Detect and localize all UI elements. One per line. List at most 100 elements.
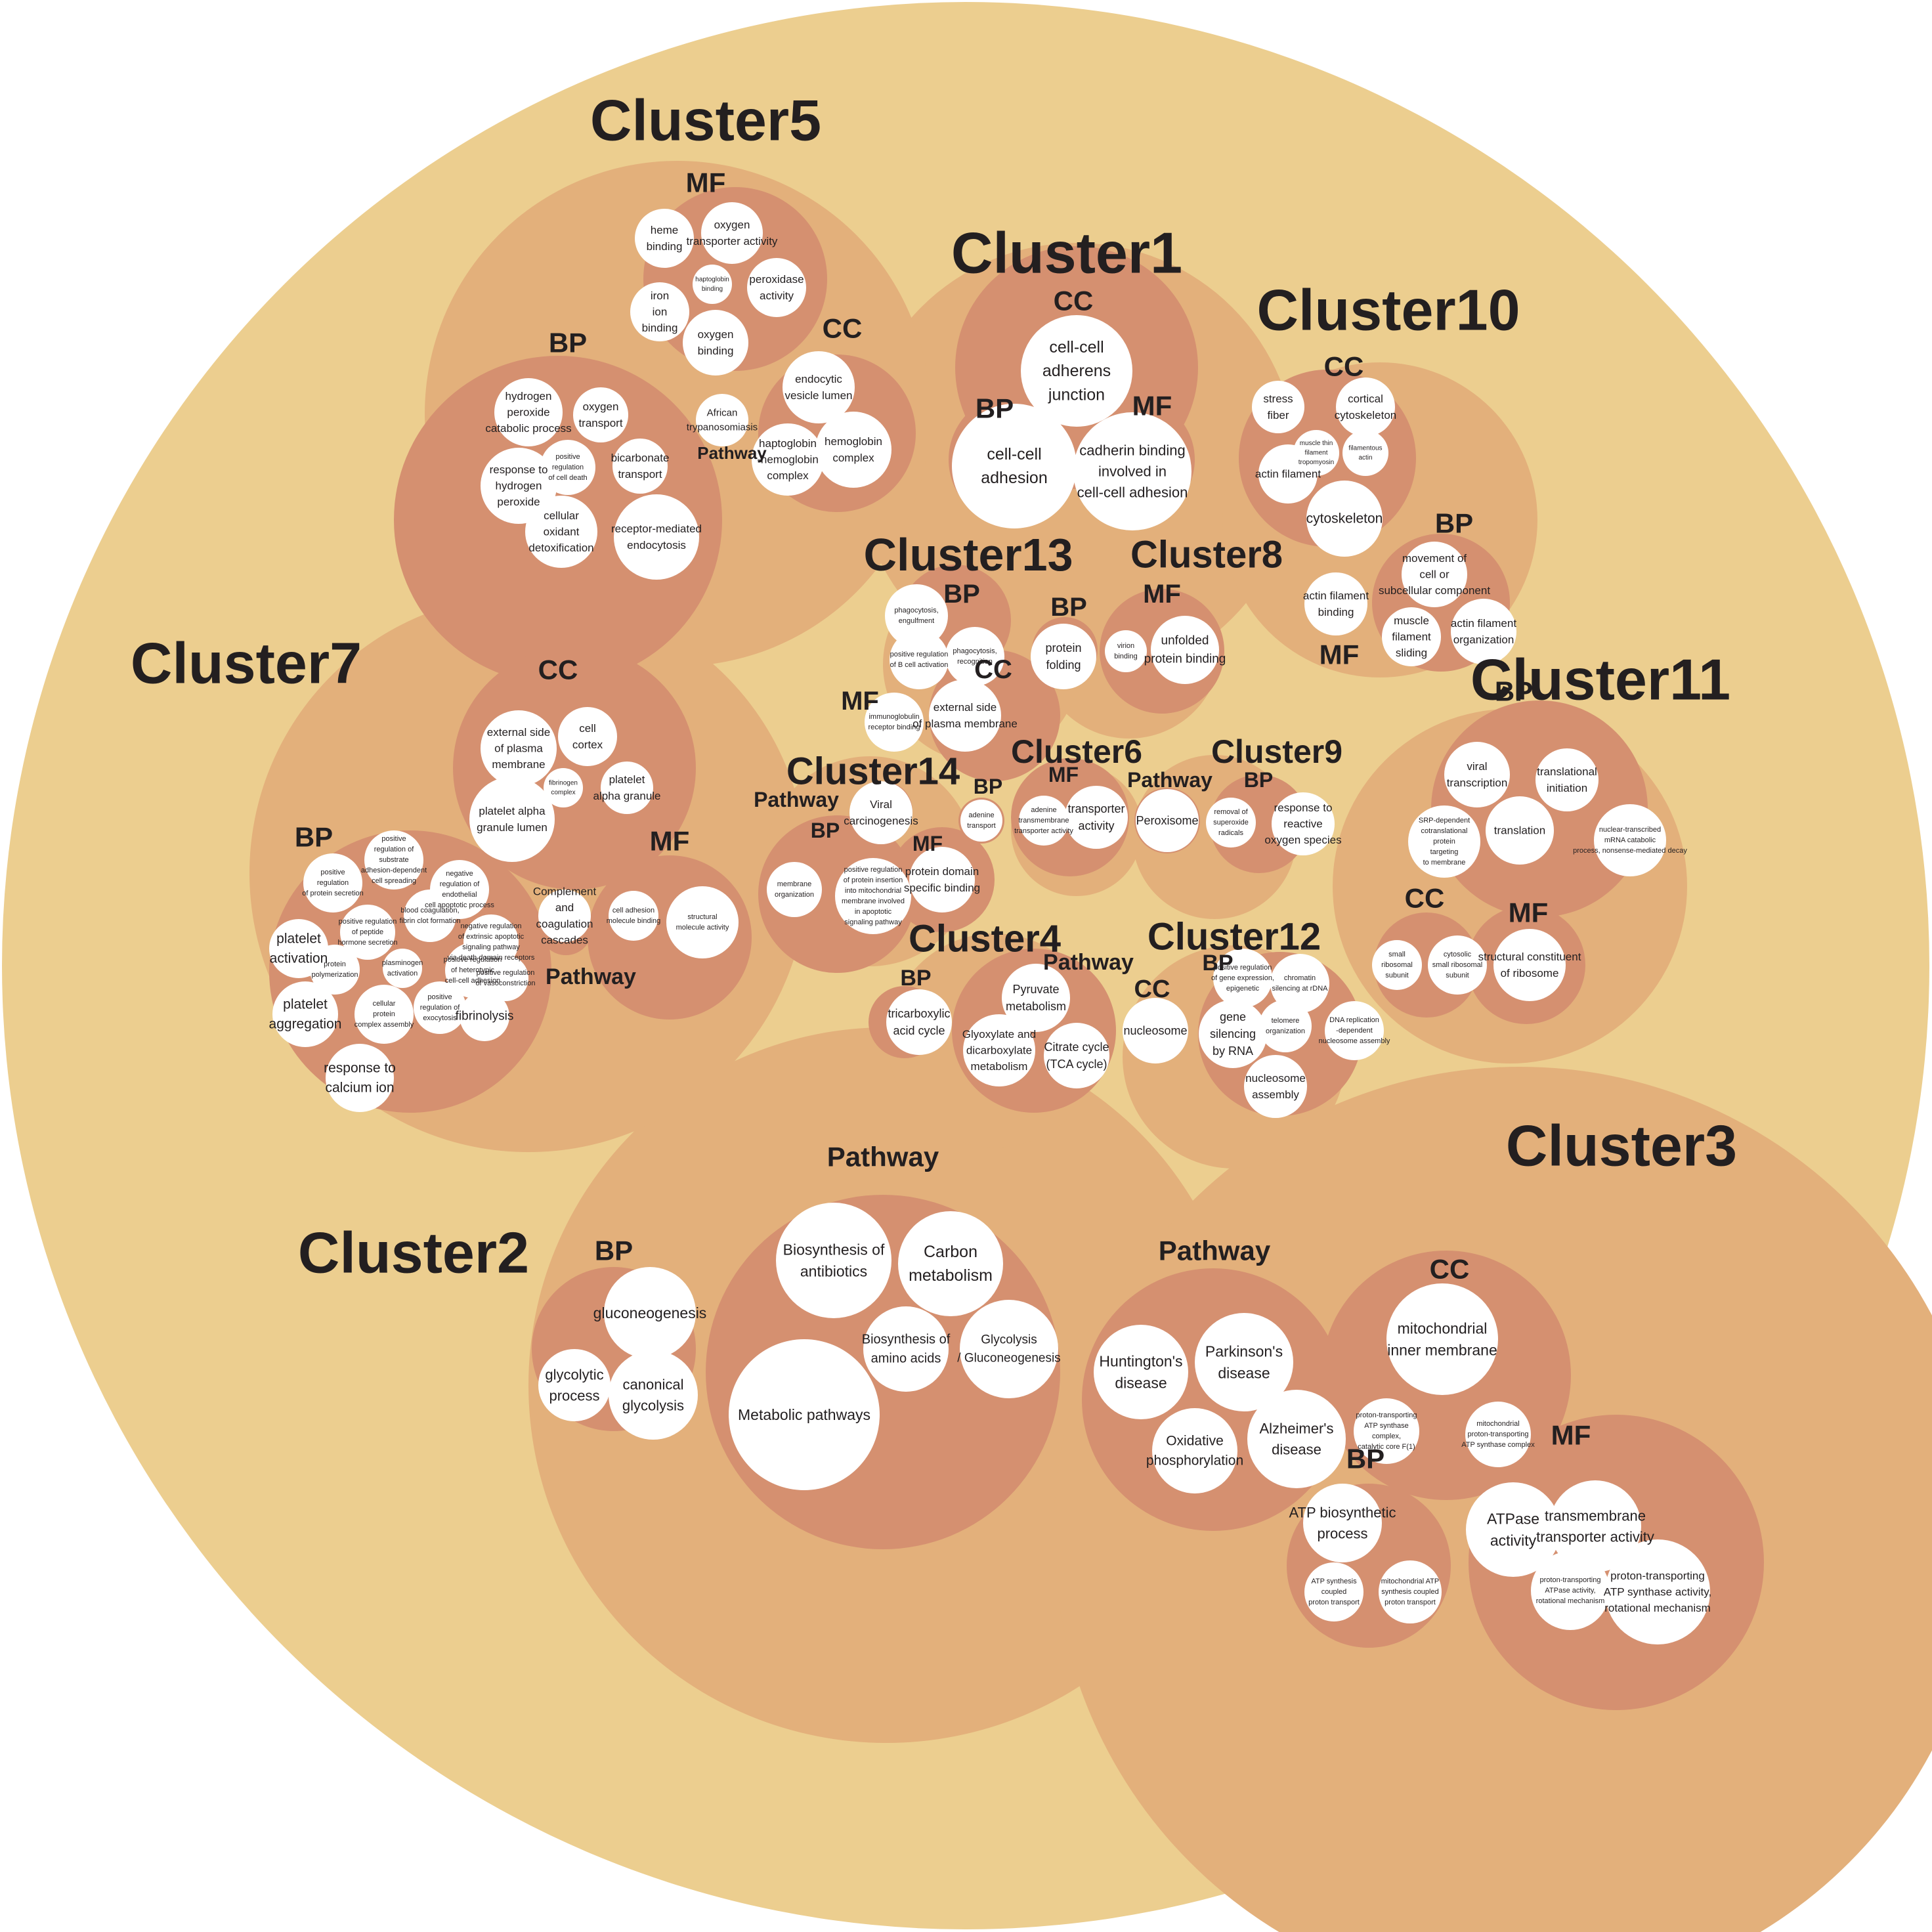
term-bubble-c7_bp-8 xyxy=(310,945,360,995)
term-bubble-c12_cc-1 xyxy=(1123,998,1188,1063)
term-bubble-c11_bp-3 xyxy=(1408,805,1480,878)
category-label-c6_bp: BP xyxy=(974,775,1002,798)
term-bubble-c7_mf-2 xyxy=(666,886,739,958)
term-bubble-c2_pw-3 xyxy=(863,1306,949,1392)
cluster-label-c4: Cluster4 xyxy=(909,918,1061,960)
term-bubble-c3_pw-4 xyxy=(1247,1390,1346,1488)
term-label-c13_bp-3: phagocytosis,recognition xyxy=(953,647,997,666)
category-label-c1_cc: CC xyxy=(1054,286,1094,316)
term-bubble-c5_cc-3 xyxy=(815,412,891,488)
term-bubble-c5_bp-4 xyxy=(612,439,668,494)
category-label-c5_cc: CC xyxy=(823,313,863,344)
term-bubble-c12_bp-3 xyxy=(1199,1000,1267,1068)
cluster-label-c2: Cluster2 xyxy=(298,1220,529,1285)
term-label-c9_pw-1: Peroxisome xyxy=(1136,814,1198,827)
term-label-c2_pw-5: Metabolic pathways xyxy=(738,1406,870,1423)
category-label-c11_bp: BP xyxy=(1495,676,1533,707)
cluster-label-c14: Cluster14 xyxy=(786,750,960,793)
category-label-c9_pw: Pathway xyxy=(1127,768,1213,792)
category-label-c7_cc: CC xyxy=(538,655,578,685)
term-bubble-c5_mf-4 xyxy=(747,258,806,317)
term-bubble-c7_bp-1 xyxy=(303,853,362,912)
term-bubble-c11_bp-4 xyxy=(1486,796,1554,865)
term-bubble-c7_cc-5 xyxy=(469,777,555,862)
term-bubble-c2_pw-4 xyxy=(960,1300,1058,1398)
term-bubble-c5_mf-5 xyxy=(630,282,689,341)
category-label-c4_bp: BP xyxy=(900,966,931,991)
term-bubble-c2_bp-1 xyxy=(604,1267,696,1359)
category-label-c3_bp: BP xyxy=(1346,1444,1385,1474)
category-label-c6_mf: MF xyxy=(1048,763,1079,786)
term-bubble-c11_bp-5 xyxy=(1594,804,1666,876)
term-bubble-c10_bp-3 xyxy=(1451,599,1516,664)
category-label-c7_pw: Pathway xyxy=(546,964,636,989)
term-bubble-c9_bp-2 xyxy=(1272,792,1335,855)
term-bubble-c12_bp-1 xyxy=(1213,949,1272,1008)
term-bubble-c11_bp-2 xyxy=(1535,748,1599,811)
term-bubble-c3_bp-3 xyxy=(1379,1560,1442,1623)
term-bubble-c7_bp-16 xyxy=(326,1044,394,1112)
cluster-label-c13: Cluster13 xyxy=(863,529,1073,580)
term-bubble-c10_cc-5 xyxy=(1258,444,1318,504)
term-bubble-c9_pw-1 xyxy=(1136,789,1199,852)
term-bubble-c2_pw-2 xyxy=(898,1211,1003,1316)
term-bubble-c5_mf-3 xyxy=(693,265,732,304)
term-bubble-c3_cc-1 xyxy=(1386,1283,1498,1395)
term-bubble-c3_pw-2 xyxy=(1195,1313,1293,1411)
term-bubble-c7_cc-4 xyxy=(601,762,653,814)
term-bubble-c7_pw-1 xyxy=(538,890,591,942)
term-label-c12_cc-1: nucleosome xyxy=(1123,1024,1187,1037)
term-bubble-c2_bp-2 xyxy=(538,1349,611,1421)
term-bubble-c10_bp-1 xyxy=(1402,542,1467,607)
term-label-c10_cc-6: cytoskeleton xyxy=(1306,511,1383,526)
category-label-c5_mf: MF xyxy=(686,167,726,198)
term-label-c4_pw-3: Citrate cycle(TCA cycle) xyxy=(1044,1041,1109,1071)
term-bubble-c12_bp-5 xyxy=(1325,1001,1384,1060)
term-bubble-c1_mf-1 xyxy=(1073,412,1191,530)
term-bubble-c10_mf-1 xyxy=(1304,572,1367,635)
term-label-c11_bp-4: translation xyxy=(1494,825,1545,837)
term-bubble-c6_bp-1 xyxy=(960,800,1002,842)
category-label-c3_pw: Pathway xyxy=(1159,1235,1271,1266)
term-bubble-c10_cc-6 xyxy=(1306,481,1383,557)
term-bubble-c9_bp-1 xyxy=(1206,798,1256,848)
term-bubble-c5_bp-7 xyxy=(614,494,699,580)
category-label-c7_mf: MF xyxy=(650,826,690,857)
category-label-c12_bp: BP xyxy=(1202,951,1233,976)
term-bubble-c4_pw-2 xyxy=(963,1014,1035,1086)
term-bubble-c2_pw-1 xyxy=(776,1203,891,1318)
